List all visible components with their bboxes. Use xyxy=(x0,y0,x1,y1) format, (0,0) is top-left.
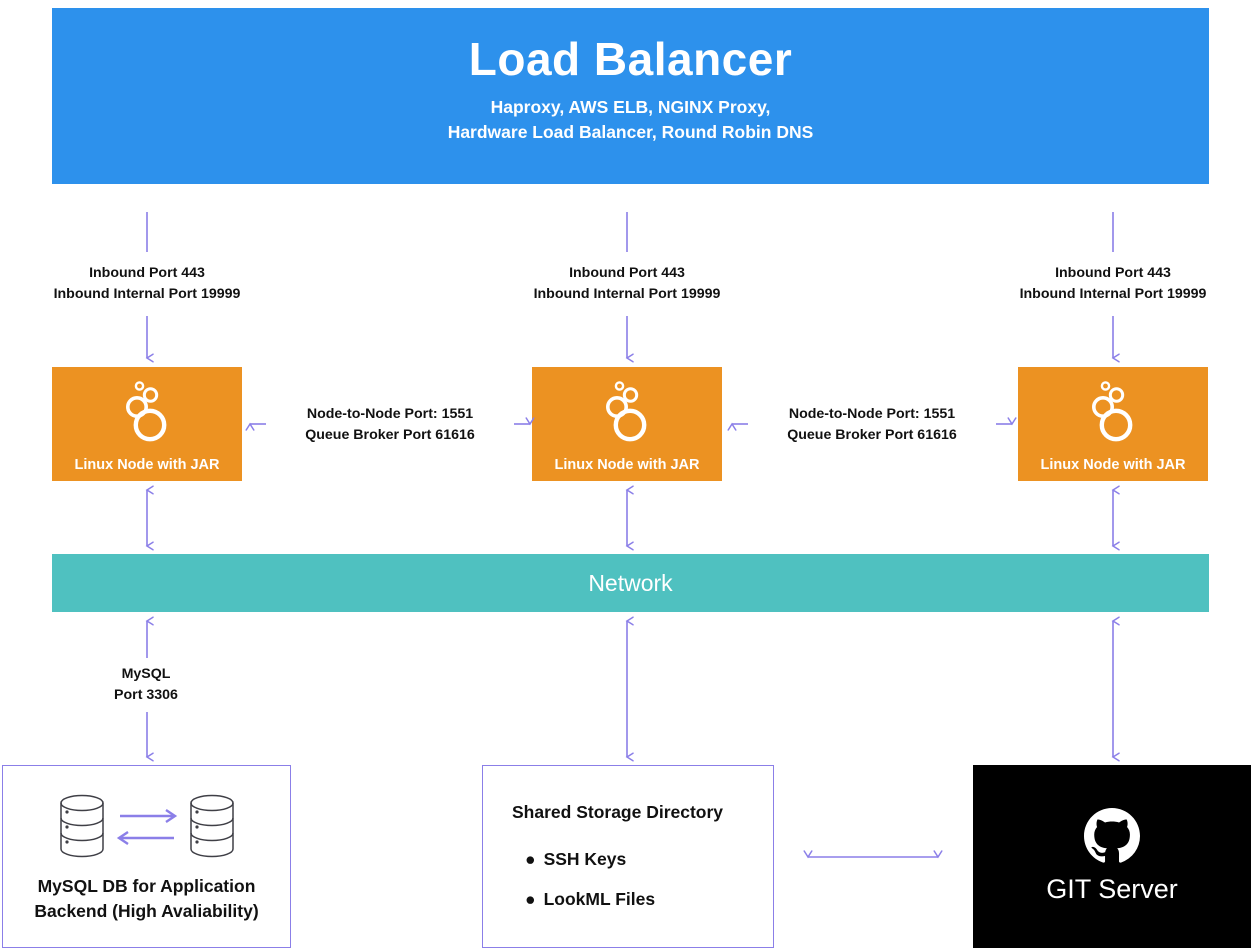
shared-storage-title: Shared Storage Directory xyxy=(512,802,724,822)
node-to-node-label-1: Node-to-Node Port: 1551 Queue Broker Por… xyxy=(305,406,475,443)
network-label: Network xyxy=(588,569,673,596)
linux-node-2: Linux Node with JAR xyxy=(532,367,722,481)
load-balancer-title: Load Balancer xyxy=(468,33,793,85)
inbound-port-label-node-3: Inbound Port 443 Inbound Internal Port 1… xyxy=(1019,265,1207,302)
shared-storage-item-ssh-keys: ● SSH Keys xyxy=(525,849,626,870)
looker-rings-icon xyxy=(606,381,647,442)
load-balancer-subtitle: Haproxy, AWS ELB, NGINX Proxy, Hardware … xyxy=(448,95,814,146)
network-bar: Network xyxy=(52,554,1209,612)
load-balancer-subtitle-line-2: Hardware Load Balancer, Round Robin DNS xyxy=(447,121,814,142)
git-server-label: GIT Server xyxy=(1046,874,1178,904)
linux-node-2-label: Linux Node with JAR xyxy=(554,456,700,473)
mysql-database-box: MySQL DB for Application Backend (High A… xyxy=(2,765,291,948)
linux-node-3-label: Linux Node with JAR xyxy=(1040,456,1186,473)
mysql-database-caption: MySQL DB for Application Backend (High A… xyxy=(3,874,290,925)
bullet-icon: ● xyxy=(525,849,536,869)
load-balancer-subtitle-line-1: Haproxy, AWS ELB, NGINX Proxy, xyxy=(490,96,771,117)
github-octocat-icon xyxy=(1084,808,1140,863)
linux-node-3: Linux Node with JAR xyxy=(1018,367,1208,481)
looker-rings-icon xyxy=(1092,381,1133,442)
linux-node-1-label: Linux Node with JAR xyxy=(74,456,220,473)
linux-node-1: Linux Node with JAR xyxy=(52,367,242,481)
inbound-port-label-node-2: Inbound Port 443 Inbound Internal Port 1… xyxy=(533,265,721,302)
mysql-database-caption-line-1: MySQL DB for Application xyxy=(37,876,256,896)
git-server-box: GIT Server xyxy=(973,765,1251,948)
inbound-port-label-node-1: Inbound Port 443 Inbound Internal Port 1… xyxy=(53,265,241,302)
shared-storage-item-lookml-files: ● LookML Files xyxy=(525,889,655,910)
mysql-port-label: MySQL Port 3306 xyxy=(114,666,178,703)
shared-storage-item-0-label: SSH Keys xyxy=(543,849,627,869)
bullet-icon: ● xyxy=(525,889,536,909)
mysql-database-caption-line-2: Backend (High Avaliability) xyxy=(34,901,259,922)
shared-storage-item-1-label: LookML Files xyxy=(543,889,656,909)
database-replication-icon xyxy=(59,794,234,858)
load-balancer-box: Load Balancer Haproxy, AWS ELB, NGINX Pr… xyxy=(52,8,1209,184)
shared-storage-box: Shared Storage Directory ● SSH Keys ● Look… xyxy=(482,765,774,948)
looker-rings-icon xyxy=(126,381,167,442)
node-to-node-label-2: Node-to-Node Port: 1551 Queue Broker Por… xyxy=(787,406,957,443)
